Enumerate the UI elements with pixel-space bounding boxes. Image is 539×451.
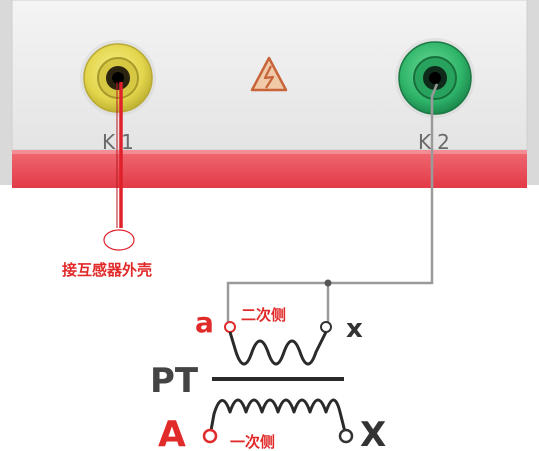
- terminal-x-primary-dot: [338, 428, 354, 444]
- primary-side-label: 一次侧: [230, 433, 275, 451]
- terminal-a-secondary-dot: [224, 321, 236, 333]
- terminal-a-primary-label: A: [158, 414, 186, 451]
- panel-red-strip: [12, 150, 527, 188]
- terminal-x-secondary-label: x: [346, 314, 363, 344]
- terminal-a-secondary-label: a: [195, 306, 214, 339]
- terminal-x-secondary-dot: [320, 321, 332, 333]
- primary-winding: [202, 398, 354, 444]
- ground-note: 接互感器外壳: [62, 261, 152, 279]
- high-voltage-warning-icon: [250, 56, 288, 92]
- red-wire-k1: [103, 82, 135, 251]
- transformer-label: PT: [150, 361, 199, 401]
- terminal-k2-label: K2: [418, 130, 456, 154]
- terminal-k1-label: K1: [102, 130, 140, 154]
- secondary-side-label: 二次侧: [241, 306, 286, 324]
- terminal-k1[interactable]: [80, 40, 156, 116]
- transformer-core-line: [212, 377, 344, 381]
- gray-wire-k2: [226, 83, 439, 322]
- terminal-k2[interactable]: [395, 38, 475, 118]
- terminal-x-primary-label: X: [360, 415, 386, 451]
- terminal-a-primary-dot: [202, 428, 218, 444]
- wire-junction-dot: [324, 279, 332, 287]
- ground-ellipse: [103, 229, 135, 251]
- secondary-winding: [224, 321, 332, 366]
